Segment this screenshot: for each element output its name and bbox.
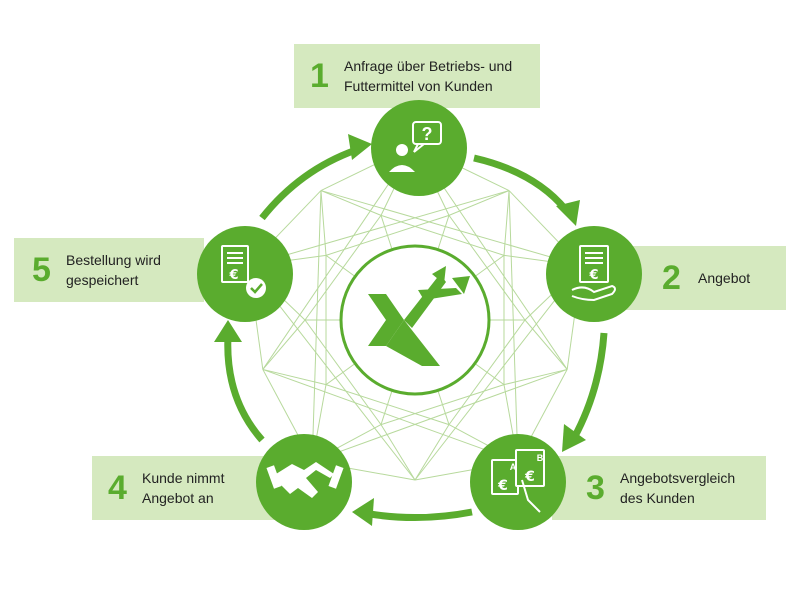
arrow-4-to-5: [224, 335, 265, 443]
arrow-head-1: [556, 200, 580, 226]
step-4-line-2: Angebot an: [142, 490, 214, 506]
mesh-line: [508, 190, 519, 462]
step-4-line-1: Kunde nimmt: [142, 470, 225, 486]
svg-text:B: B: [537, 453, 544, 463]
svg-text:€: €: [588, 268, 598, 283]
mesh-line: [262, 368, 519, 463]
compare-offers-icon: A B € €: [491, 449, 545, 513]
mesh-line: [262, 368, 327, 386]
step-3-line-1: Angebotsvergleich: [620, 470, 736, 486]
step-5-node: €: [197, 226, 293, 322]
euro-document-hand-icon: €: [571, 245, 616, 302]
step-5-text: Bestellung wird gespeichert: [66, 250, 161, 290]
svg-text:€: €: [228, 268, 238, 283]
mesh-line: [414, 265, 582, 481]
step-5-number: 5: [32, 251, 51, 289]
mesh-line: [503, 190, 510, 256]
step-3-line-2: des Kunden: [620, 490, 695, 506]
step-2-label: 2 Angebot: [620, 246, 786, 310]
mesh-line: [380, 214, 505, 256]
step-4-number: 4: [108, 469, 127, 507]
mesh-line: [320, 190, 327, 256]
arrow-2-to-3: [570, 332, 608, 440]
center-logo: [339, 244, 491, 396]
mesh-line: [248, 190, 510, 267]
step-2-number: 2: [662, 259, 681, 297]
mesh-line: [448, 190, 510, 216]
step-5-line-1: Bestellung wird: [66, 252, 161, 268]
step-2-node: €: [546, 226, 642, 322]
step-2-line-1: Angebot: [698, 270, 751, 286]
arrow-head-2: [562, 424, 586, 452]
arrow-head-3: [352, 498, 374, 526]
step-4-text: Kunde nimmt Angebot an: [142, 468, 224, 508]
svg-text:A: A: [510, 462, 517, 472]
arrow-5-to-1: [259, 146, 358, 221]
step-5-label: 5 Bestellung wird gespeichert: [14, 238, 204, 302]
arrow-head-5: [348, 134, 372, 160]
svg-text:€: €: [497, 478, 508, 494]
step-1-line-2: Futtermittel von Kunden: [344, 78, 493, 94]
svg-text:?: ?: [422, 124, 433, 144]
mesh-line: [524, 319, 568, 370]
step-4-node: [256, 434, 352, 530]
step-2-text: Angebot: [698, 268, 750, 288]
arrow-head-4: [214, 320, 242, 342]
step-1-number: 1: [310, 57, 329, 95]
step-5-line-2: gespeichert: [66, 272, 139, 288]
handshake-icon: [266, 462, 344, 498]
step-1-node: ?: [371, 100, 467, 196]
question-person-icon: ?: [389, 121, 442, 172]
mesh-line: [311, 368, 568, 463]
step-1-line-1: Anfrage über Betriebs- und: [344, 58, 513, 74]
step-4-label: 4 Kunde nimmt Angebot an: [92, 456, 282, 520]
mesh-line: [320, 190, 382, 216]
cycle-arrows: [224, 146, 608, 522]
mesh-line: [262, 319, 306, 370]
mesh-line: [503, 368, 568, 386]
step-1-text: Anfrage über Betriebs- und Futtermittel …: [344, 56, 512, 96]
mesh-line: [414, 424, 450, 481]
euro-document-check-icon: €: [221, 245, 266, 298]
arrow-3-to-4: [369, 508, 473, 522]
step-3-node: A B € €: [470, 434, 566, 530]
arrow-1-to-2: [473, 154, 569, 213]
arrow-heads: [214, 134, 586, 526]
x-arrows-logo-icon: [368, 266, 470, 366]
mesh-line: [380, 424, 416, 481]
svg-text:€: €: [524, 469, 535, 485]
mesh-line: [320, 190, 582, 267]
step-1-label: 1 Anfrage über Betriebs- und Futtermitte…: [294, 44, 540, 108]
mesh-line: [311, 190, 322, 462]
step-3-text: Angebotsvergleich des Kunden: [620, 468, 735, 508]
step-3-number: 3: [586, 469, 605, 507]
step-3-label: 3 Angebotsvergleich des Kunden: [552, 456, 766, 520]
